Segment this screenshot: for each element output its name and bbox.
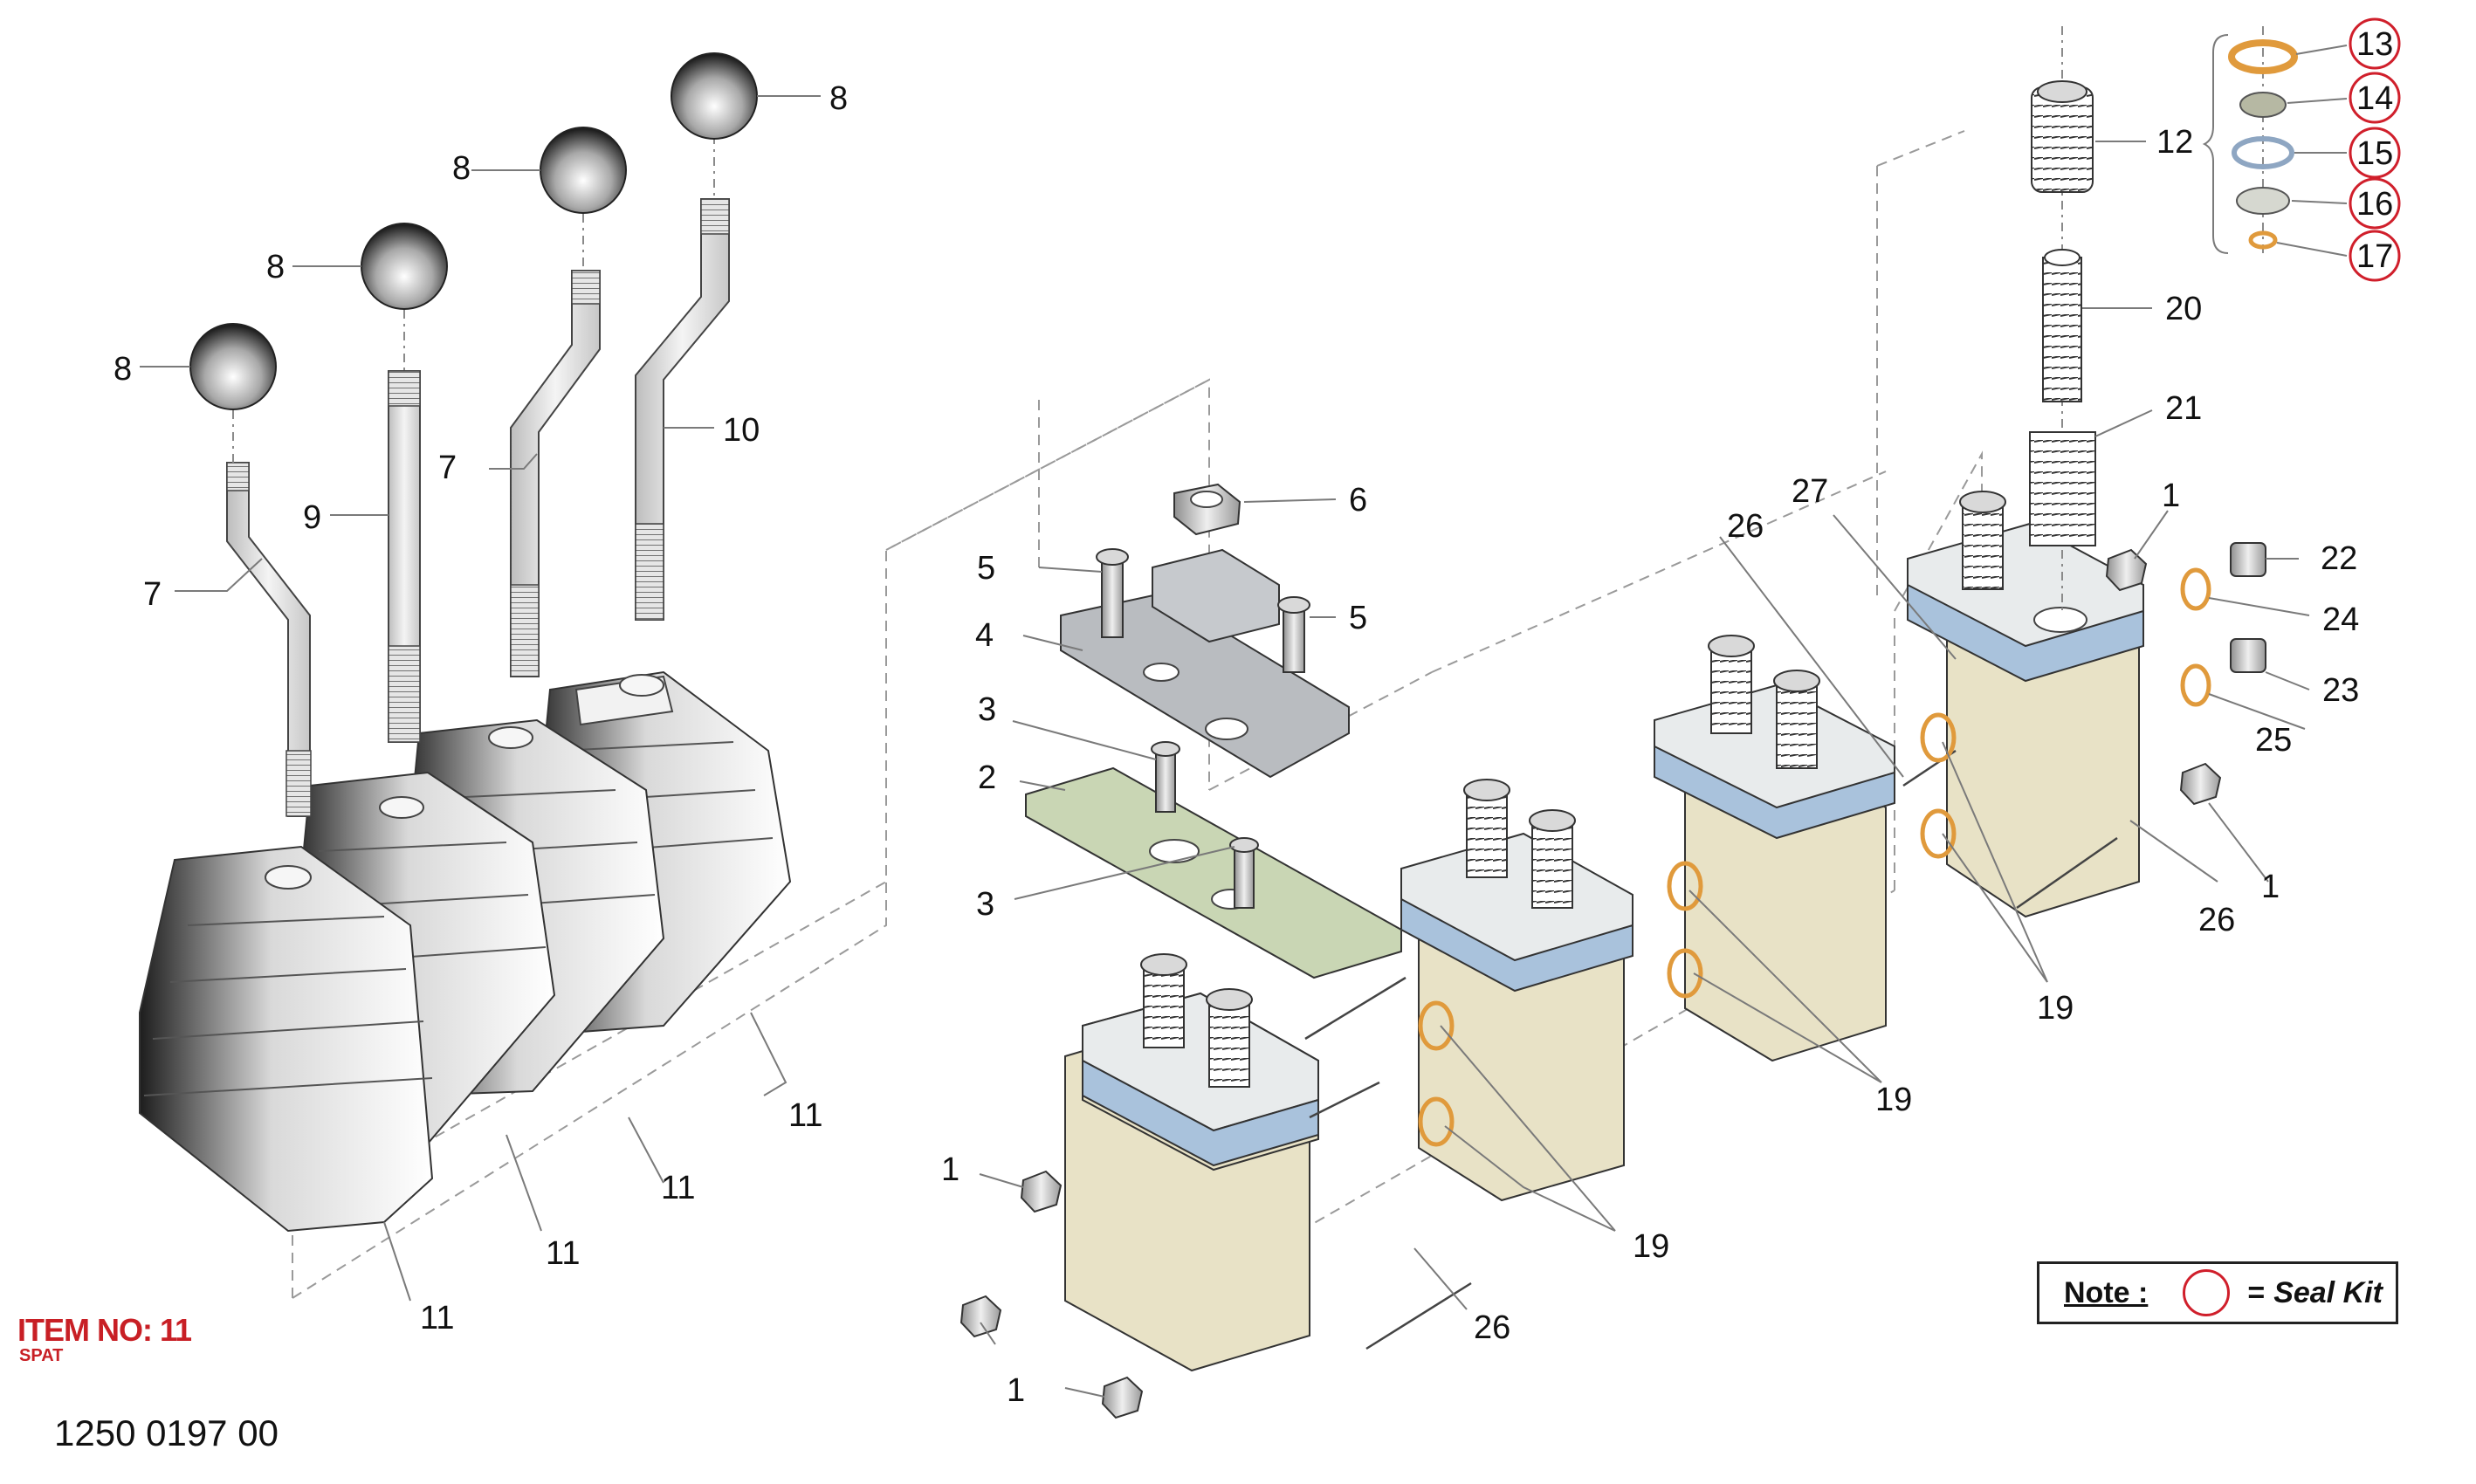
seal-kit-items: [2202, 26, 2298, 254]
callout-9: 9: [303, 499, 321, 536]
callout-11: 11: [661, 1170, 695, 1206]
leader-lines: [140, 45, 2348, 1398]
note-equals: =: [2247, 1275, 2266, 1309]
callout-21: 21: [2165, 390, 2202, 427]
callout-26: 26: [1727, 508, 1764, 545]
callout-1: 1: [2162, 477, 2180, 514]
callout-7: 7: [438, 450, 457, 486]
callout-13: 13: [2356, 26, 2393, 63]
callout-5: 5: [1349, 600, 1367, 636]
lever-rods: [226, 198, 730, 817]
callout-11: 11: [546, 1235, 580, 1272]
seal-kit-circle-icon: [2183, 1269, 2231, 1316]
callout-5: 5: [977, 550, 995, 587]
screws-5: [1096, 548, 1310, 673]
callout-11: 11: [788, 1097, 822, 1134]
callout-1: 1: [2261, 869, 2280, 905]
callout-20: 20: [2165, 291, 2202, 327]
callout-4: 4: [975, 617, 994, 654]
callout-17: 17: [2356, 238, 2393, 275]
gasket-2: [1025, 766, 1402, 979]
callout-3: 3: [978, 691, 996, 728]
callout-19: 19: [2037, 990, 2074, 1027]
note-text: Seal Kit: [2273, 1275, 2383, 1309]
valve-section-4: [1907, 491, 2144, 918]
callout-1: 1: [1007, 1372, 1025, 1409]
nut-6: [1173, 483, 1241, 536]
item-subtitle: SPAT: [19, 1346, 64, 1365]
callout-27: 27: [1792, 473, 1828, 510]
callout-19: 19: [1633, 1228, 1669, 1265]
callout-7: 7: [143, 576, 162, 613]
callout-26: 26: [1474, 1309, 1510, 1346]
hex-nuts-1: [959, 548, 2222, 1419]
seal-kit-callouts: 13 14 15 16 17: [2349, 17, 2401, 282]
callout-12: 12: [2156, 124, 2193, 161]
valve-section-1: [1064, 953, 1319, 1372]
callout-8: 8: [266, 249, 285, 285]
plugs-22-23: [2230, 542, 2266, 673]
callout-8: 8: [113, 351, 132, 388]
callout-19: 19: [1875, 1082, 1912, 1118]
callout-10: 10: [723, 412, 760, 449]
callout-15: 15: [2356, 135, 2393, 172]
callout-26: 26: [2198, 902, 2235, 938]
callout-25: 25: [2255, 722, 2292, 759]
note-label: Note :: [2064, 1275, 2149, 1309]
seal-kit-note: Note : = Seal Kit: [2037, 1261, 2398, 1324]
lever-balls: [189, 52, 758, 463]
item-number-title: ITEM NO: 11: [17, 1312, 192, 1348]
screws-3: [1151, 741, 1259, 909]
callout-14: 14: [2356, 80, 2393, 117]
callout-23: 23: [2322, 672, 2359, 709]
valve-section-3: [1654, 635, 1895, 1062]
callout-3: 3: [976, 886, 994, 923]
callout-8: 8: [452, 150, 471, 187]
callout-11: 11: [420, 1300, 454, 1336]
callout-16: 16: [2356, 186, 2393, 223]
bracket-4: [1060, 548, 1350, 779]
callout-24: 24: [2322, 601, 2359, 638]
valve-section-2: [1400, 779, 1633, 1202]
callout-22: 22: [2321, 540, 2357, 577]
spool-assembly: [2029, 26, 2096, 611]
callout-2: 2: [978, 759, 996, 796]
callout-6: 6: [1349, 482, 1367, 519]
callout-labels: 8 8 8 8 7 9 7 10 11 11 11 11 5 4 3 2 3 6…: [113, 80, 2359, 1409]
rubber-boot-1: [139, 845, 434, 1233]
part-number: 1250 0197 00: [54, 1412, 279, 1453]
callout-1: 1: [941, 1151, 959, 1188]
callout-8: 8: [829, 80, 848, 117]
o-rings: [1418, 567, 2211, 1147]
